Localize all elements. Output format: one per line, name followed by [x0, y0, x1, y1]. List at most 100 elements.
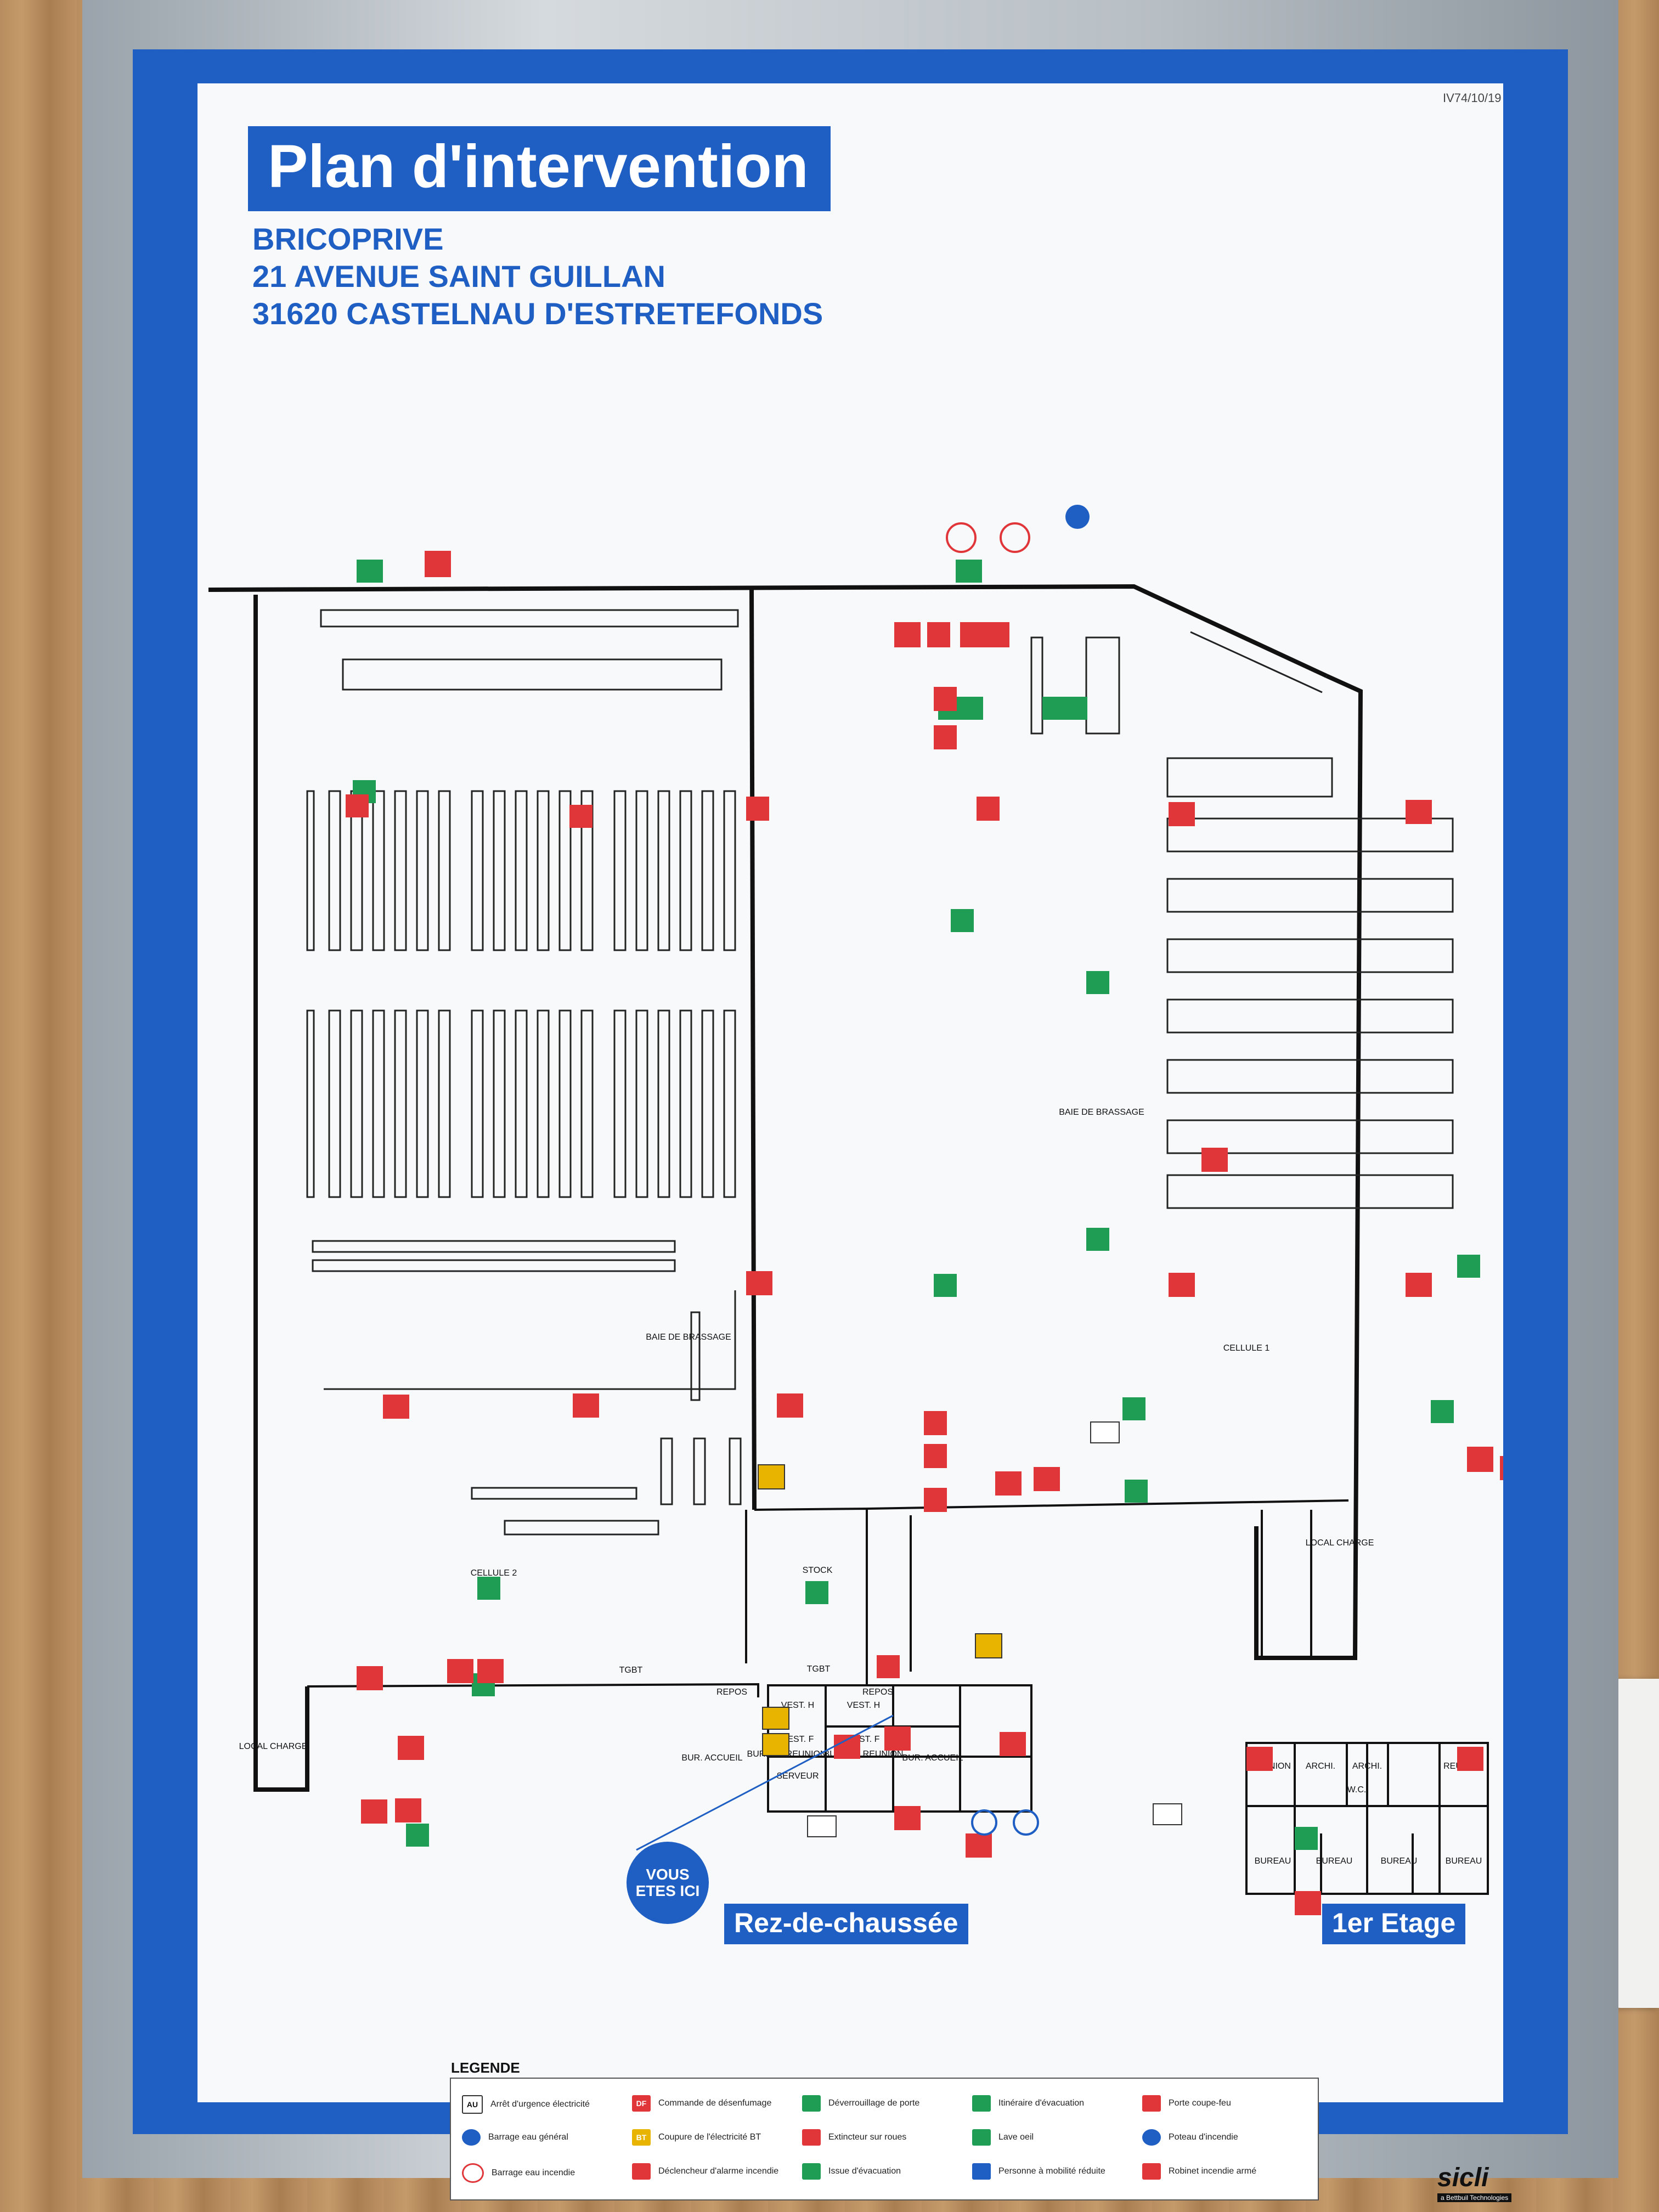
arrow-icon	[1042, 697, 1087, 720]
exit-icon	[357, 560, 383, 583]
label-bur-accueil-1: BUR. ACCUEIL	[681, 1753, 742, 1763]
hydrant-icon	[1065, 505, 1090, 529]
first-floor-plan	[1245, 1742, 1489, 1895]
fire-door-icon	[924, 1411, 947, 1435]
legend-item-label: Barrage eau incendie	[492, 2168, 575, 2177]
floor-title-ground: Rez-de-chaussée	[724, 1904, 968, 1944]
arrow-icon	[934, 1274, 957, 1297]
bt-icon	[762, 1707, 789, 1730]
legend-item-label: Coupure de l'électricité BT	[658, 2132, 761, 2142]
label-vest-h2: VEST. H	[847, 1701, 880, 1710]
alarm-icon	[927, 622, 950, 647]
legend-item: Barrage eau général	[462, 2129, 568, 2146]
legend-item: Personne à mobilité réduite	[972, 2163, 1105, 2180]
hose-icon	[1406, 800, 1432, 824]
hose-icon	[995, 1471, 1022, 1496]
label-tgbt-2: TGBT	[619, 1666, 643, 1675]
df-icon	[884, 1726, 911, 1751]
fire-door-icon	[924, 1444, 947, 1468]
fire-door-icon	[934, 687, 957, 711]
arrow-icon	[1122, 1397, 1146, 1420]
hydrant-icon	[1142, 2129, 1161, 2146]
label-bureau-3: BUREAU	[1381, 1857, 1418, 1866]
bt-icon	[758, 1464, 785, 1489]
door-unlock-icon	[802, 2095, 821, 2112]
eyewash-icon	[972, 2129, 991, 2146]
racks-left-top	[306, 609, 739, 951]
you-are-here-text: VOUS ETES ICI	[635, 1866, 700, 1899]
df-icon	[834, 1735, 860, 1759]
label-serveur: SERVEUR	[776, 1771, 819, 1781]
fire-door-icon	[934, 725, 957, 749]
legend-item: Déclencheur d'alarme incendie	[632, 2163, 778, 2180]
label-bureau-4: BUREAU	[1446, 1857, 1482, 1866]
legend-item-label: Commande de désenfumage	[658, 2098, 772, 2108]
arrow-icon	[1086, 1228, 1109, 1251]
label-cellule-2: CELLULE 2	[471, 1568, 517, 1578]
bt-icon	[975, 1633, 1002, 1658]
fire-door-icon	[425, 551, 451, 577]
fire-door-icon	[361, 1799, 387, 1824]
address-block: BRICOPRIVE 21 AVENUE SAINT GUILLAN 31620…	[252, 221, 823, 332]
legend-item-label: Personne à mobilité réduite	[998, 2166, 1105, 2176]
hose-icon	[1169, 802, 1195, 826]
label-bur-accueil-2: BUR. ACCUEIL	[902, 1753, 963, 1763]
alarm-icon	[877, 1655, 900, 1678]
arrow-icon	[1086, 971, 1109, 994]
wheel-extinguisher-icon	[802, 2129, 821, 2146]
water-valve-icon	[971, 1809, 997, 1836]
arrow-icon	[1431, 1400, 1454, 1423]
legend-item-label: Itinéraire d'évacuation	[998, 2098, 1085, 2108]
logo-text: sicli	[1437, 2163, 1489, 2192]
label-baie-1: BAIE DE BRASSAGE	[1059, 1108, 1144, 1117]
fire-door-icon	[1500, 1456, 1503, 1480]
hose-icon	[977, 797, 1000, 821]
legend-item: Poteau d'incendie	[1142, 2129, 1238, 2146]
fire-door-icon	[1142, 2095, 1161, 2112]
legend-item-label: Déclencheur d'alarme incendie	[658, 2166, 779, 2176]
water-valve-icon	[462, 2129, 481, 2146]
hose-icon	[894, 1806, 921, 1830]
address-line-3: 31620 CASTELNAU D'ESTRETEFONDS	[252, 296, 823, 331]
df-icon	[395, 1798, 421, 1822]
label-vest-f: VEST. F	[782, 1735, 814, 1744]
au-icon	[1090, 1421, 1120, 1443]
au-icon	[1153, 1803, 1182, 1825]
hose-icon	[569, 805, 592, 828]
hose-icon	[966, 1833, 992, 1858]
hose-icon	[746, 1271, 772, 1295]
logo-subtext: a Bettbuil Technologies	[1437, 2193, 1512, 2202]
legend-item-label: Extincteur sur roues	[828, 2132, 907, 2142]
fire-valve-icon	[946, 522, 977, 553]
hose-icon	[1406, 1273, 1432, 1297]
fire-door-icon	[447, 1659, 473, 1683]
legend-item: Barrage eau incendie	[462, 2163, 575, 2183]
label-bureau-2: BUREAU	[1316, 1857, 1353, 1866]
arrow-icon	[972, 2095, 991, 2112]
label-archi-2: ARCHI.	[1352, 1762, 1382, 1771]
label-tgbt-1: TGBT	[807, 1664, 831, 1674]
exit-icon	[802, 2163, 821, 2180]
address-line-1: BRICOPRIVE	[252, 222, 444, 256]
electrical-cutoffs	[758, 1421, 1182, 1837]
you-are-here-marker: VOUS ETES ICI	[627, 1842, 709, 1924]
alarm-icon	[1457, 1747, 1483, 1771]
floor-title-first: 1er Etage	[1322, 1904, 1466, 1944]
df-icon	[1295, 1891, 1321, 1915]
hose-icon	[573, 1393, 599, 1418]
you-are-here-pointer	[636, 1714, 894, 1851]
arrow-icon	[1457, 1255, 1480, 1278]
water-valves	[946, 505, 1090, 1836]
label-local-charge-left: LOCAL CHARGE	[239, 1742, 308, 1751]
alarm-icon	[632, 2163, 651, 2180]
label-repos-2: REPOS	[862, 1688, 893, 1697]
hose-icon	[1000, 1732, 1026, 1756]
exit-icon	[1125, 1480, 1148, 1503]
outer-walls	[208, 584, 1363, 1792]
alarm-icon	[1246, 1747, 1273, 1771]
df-icon	[1034, 1467, 1060, 1491]
label-wc: W.C.	[1347, 1785, 1367, 1795]
